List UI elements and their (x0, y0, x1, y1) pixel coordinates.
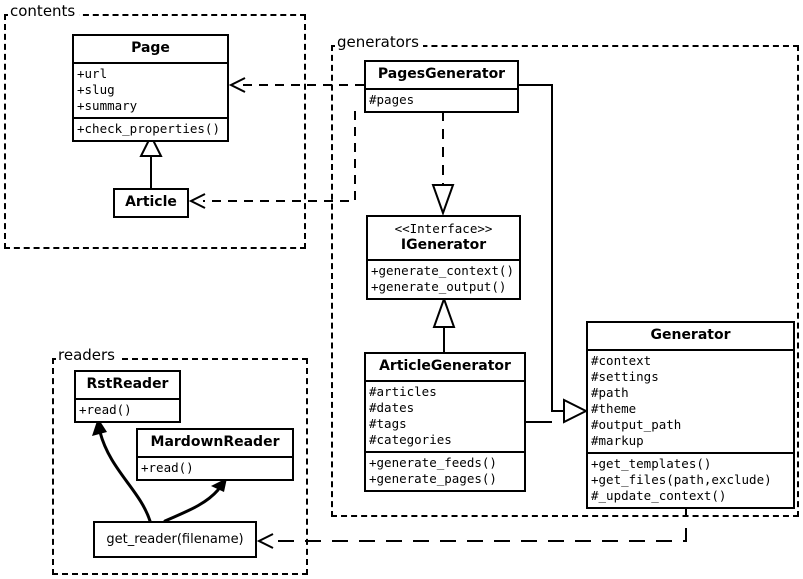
class-method: +read() (141, 460, 194, 475)
package-generators: generators (331, 34, 799, 517)
package-readers: readers (52, 347, 308, 575)
class-name-igenerator: <<Interface>> IGenerator (368, 217, 519, 259)
class-method: +generate_feeds() (369, 455, 497, 470)
package-contents-label: contents (8, 3, 80, 19)
class-box-generator[interactable]: Generator #context #settings #path #them… (586, 321, 795, 509)
class-attribute: #dates (369, 400, 415, 415)
class-method: +generate_context() (371, 263, 514, 278)
class-attribute: #settings (591, 369, 659, 384)
class-name-article: Article (125, 194, 177, 210)
class-name-mardownreader: MardownReader (150, 434, 280, 450)
package-readers-label: readers (56, 347, 119, 363)
class-attribute: #categories (369, 432, 452, 447)
class-attribute: +slug (77, 82, 115, 97)
class-method: +get_templates() (591, 456, 712, 471)
class-methods-igenerator: +generate_context() +generate_output() (368, 259, 519, 298)
class-methods-generator: +get_templates() +get_files(path,exclude… (588, 452, 793, 507)
class-attribute: #markup (591, 433, 644, 448)
class-box-mardownreader[interactable]: MardownReader +read() (136, 428, 294, 481)
class-attributes-page: +url +slug +summary (74, 62, 227, 117)
function-name-get-reader: get_reader(filename) (106, 532, 244, 547)
class-methods-rstreader: +read() (76, 398, 179, 421)
class-box-rstreader[interactable]: RstReader +read() (74, 370, 181, 423)
class-box-pagesgenerator[interactable]: PagesGenerator #pages (364, 60, 519, 113)
class-method: +get_files(path,exclude) (591, 472, 772, 487)
package-readers-frame (52, 358, 308, 575)
class-box-page[interactable]: Page +url +slug +summary +check_properti… (72, 34, 229, 142)
class-box-igenerator[interactable]: <<Interface>> IGenerator +generate_conte… (366, 215, 521, 300)
package-generators-frame (331, 45, 799, 517)
class-name-pagesgenerator: PagesGenerator (377, 66, 506, 82)
class-attribute: #tags (369, 416, 407, 431)
class-method: #_update_context() (591, 488, 727, 503)
class-name-text-igenerator: IGenerator (400, 237, 487, 253)
class-name-articlegenerator: ArticleGenerator (379, 358, 511, 374)
class-attribute: #articles (369, 384, 437, 399)
class-attribute: +summary (77, 98, 138, 113)
package-contents: contents (4, 3, 306, 249)
class-method: +generate_output() (371, 279, 507, 294)
class-attributes-pagesgenerator: #pages (366, 88, 517, 111)
class-name-generator: Generator (650, 327, 731, 343)
class-methods-articlegenerator: +generate_feeds() +generate_pages() (366, 451, 524, 490)
class-attributes-generator: #context #settings #path #theme #output_… (588, 349, 793, 452)
class-box-article[interactable]: Article (113, 188, 189, 218)
class-method: +check_properties() (77, 121, 220, 136)
class-attribute: #context (591, 353, 652, 368)
class-name-rstreader: RstReader (86, 376, 169, 392)
class-attributes-articlegenerator: #articles #dates #tags #categories (366, 380, 524, 451)
class-methods-page: +check_properties() (74, 117, 227, 140)
class-name-page: Page (131, 40, 170, 56)
class-stereotype-igenerator: <<Interface>> (394, 221, 493, 236)
class-method: +read() (79, 402, 132, 417)
class-method: +generate_pages() (369, 471, 497, 486)
class-attribute: #pages (369, 92, 415, 107)
class-attribute: #theme (591, 401, 637, 416)
package-generators-label: generators (335, 34, 423, 50)
function-box-get-reader[interactable]: get_reader(filename) (93, 521, 257, 558)
class-methods-mardownreader: +read() (138, 456, 292, 479)
class-attribute: +url (77, 66, 108, 81)
class-attribute: #output_path (591, 417, 682, 432)
class-attribute: #path (591, 385, 629, 400)
package-contents-frame (4, 14, 306, 249)
class-box-articlegenerator[interactable]: ArticleGenerator #articles #dates #tags … (364, 352, 526, 492)
